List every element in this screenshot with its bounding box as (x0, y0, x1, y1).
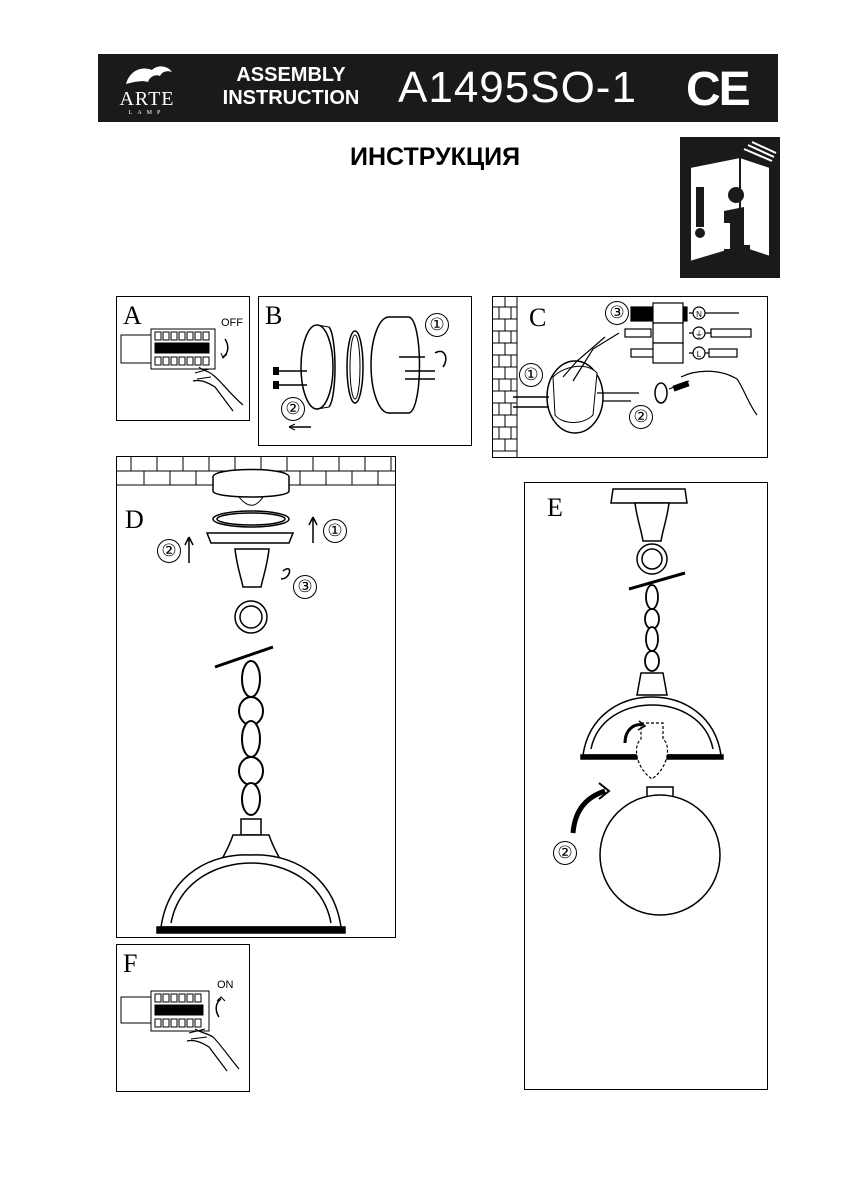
panel-b-label: B (265, 301, 283, 330)
griffin-icon (126, 66, 172, 84)
pendant-lamp-assembly-icon (156, 468, 346, 934)
panel-b-step-1: ① (425, 313, 449, 337)
panel-a: A OFF (116, 296, 250, 421)
panel-d: D ① ② ③ (116, 456, 396, 938)
panel-e-label: E (547, 493, 563, 522)
document-type-line2: INSTRUCTION (222, 87, 360, 109)
panel-d-step-2: ② (157, 539, 181, 563)
brand-subtitle: LAMP (128, 110, 166, 116)
panel-e-step-2: ② (553, 841, 577, 865)
ce-mark-icon: CE (686, 63, 751, 116)
panel-c-step-1: ① (519, 363, 543, 387)
ceiling-plate-exploded-icon (273, 316, 447, 431)
brand-logo: ARTE LAMP (112, 60, 182, 118)
panel-d-step-1: ① (323, 519, 347, 543)
manual-book-icon (689, 141, 777, 264)
panel-a-label: A (123, 301, 142, 330)
circuit-breaker-on-icon (120, 990, 240, 1072)
circuit-breaker-icon (120, 328, 244, 412)
panel-c-step-2: ② (629, 405, 653, 429)
panel-c-label: C (529, 303, 547, 332)
model-number: A1495SO-1 (398, 63, 637, 112)
panel-c-step-3: ③ (605, 301, 629, 325)
panel-b: B ① ② (258, 296, 472, 446)
panel-d-step-3: ③ (293, 575, 317, 599)
panel-f-label: F (123, 949, 138, 978)
panel-c: C ③ ① ② N ⏚ L (492, 296, 768, 458)
panel-b-step-2: ② (281, 397, 305, 421)
shade-and-globe-install-icon (570, 488, 724, 916)
terminal-ground-label: ⏚ (695, 330, 703, 339)
panel-f: F ON (116, 944, 250, 1092)
wiring-terminal-icon: N ⏚ L (513, 302, 758, 434)
document-type: ASSEMBLY INSTRUCTION (216, 64, 366, 110)
terminal-l-label: L (697, 350, 702, 359)
panel-e: E ① ② (524, 482, 768, 1090)
document-type-line1: ASSEMBLY (236, 64, 346, 86)
brick-wall-icon (493, 297, 518, 457)
switch-off-label: OFF (221, 317, 243, 329)
info-manual-icon (680, 137, 780, 278)
page-title: ИНСТРУКЦИЯ (350, 143, 521, 171)
terminal-n-label: N (696, 310, 702, 319)
switch-on-label: ON (217, 979, 234, 991)
brand-name: ARTE (119, 88, 175, 110)
header-bar (98, 54, 778, 122)
panel-d-label: D (125, 505, 144, 534)
